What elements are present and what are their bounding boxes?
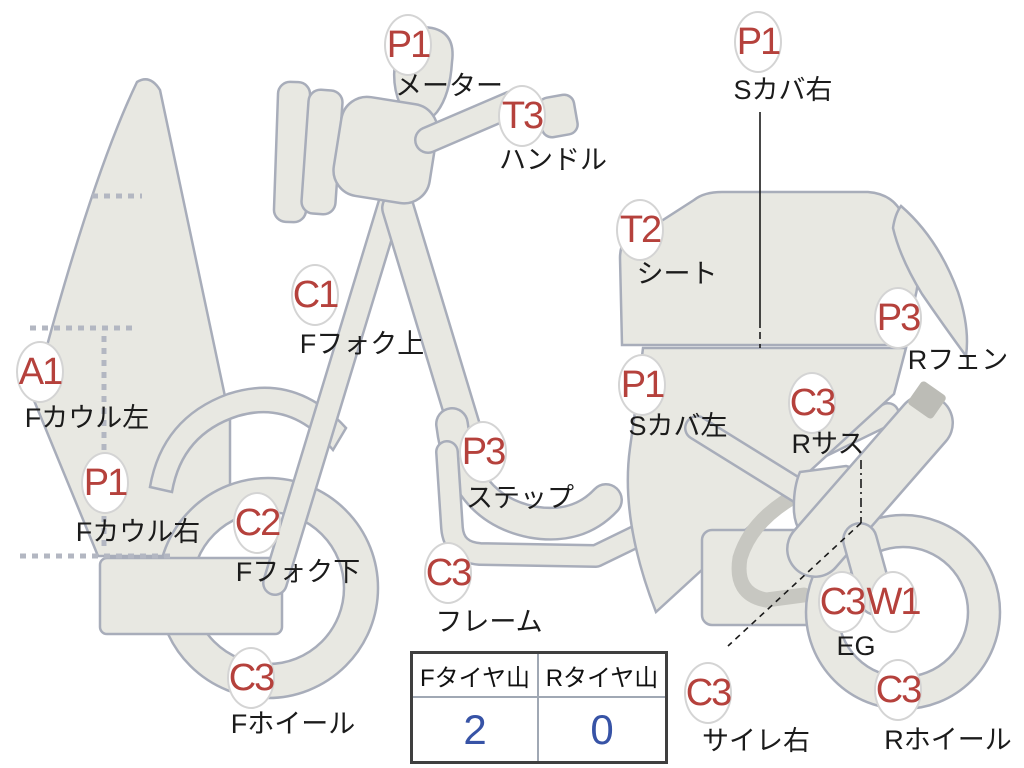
label-step: ステップ [466,483,574,513]
muffler-pipe [731,484,812,608]
label-side-cover-left: Sカバ左 [628,411,728,441]
badge-step: P3 [459,421,507,483]
label-f-fork-upper: Fフォク上 [299,329,425,359]
badge-meter: P1 [384,14,432,76]
badge-handlebar: T3 [498,85,546,147]
label-seat: シート [636,259,718,289]
badge-engine-right: W1 [867,571,922,633]
front-fender-shape [148,386,348,494]
label-r-wheel: Rホイール [884,725,1012,755]
label-handlebar: ハンドル [499,145,607,175]
label-f-wheel: Fホイール [230,709,356,739]
f-tire-tread-value: 2 [413,698,539,761]
label-side-cover-right: Sカバ右 [733,75,833,105]
label-engine: EG [836,631,876,661]
badge-frame: C3 [424,542,472,604]
f-tire-tread-header: Fタイヤ山 [413,654,539,698]
label-f-cowl-right: Fカウル右 [75,517,201,547]
leader-silencer [727,522,862,647]
badge-side-cover-right: P1 [734,11,782,73]
r-tire-tread-header: Rタイヤ山 [539,654,665,698]
lower-leg-shield [98,556,284,636]
label-f-cowl-left: Fカウル左 [24,403,150,433]
tire-tread-table: Fタイヤ山 Rタイヤ山 2 0 [410,651,668,764]
badge-r-suspension: C3 [788,372,836,434]
label-f-fork-lower: Fフォク下 [235,557,361,587]
badge-silencer-right: C3 [684,662,732,724]
front-cowl-shape [31,78,232,558]
rear-fender-shape [891,204,969,360]
label-r-fender: Rフェン [907,345,1009,375]
badge-f-fork-upper: C1 [291,264,339,326]
label-frame: フレーム [435,607,543,637]
label-meter: メーター [395,71,503,101]
badge-engine-left: C3 [818,571,866,633]
badge-seat: T2 [616,199,664,261]
badge-f-fork-lower: C2 [233,492,281,554]
badge-side-cover-left: P1 [618,354,666,416]
headlight-housing [332,95,439,205]
label-r-suspension: Rサス [791,429,865,459]
carb-block [908,381,946,419]
label-silencer-right: サイレ右 [702,726,810,756]
badge-f-cowl-left: A1 [16,341,64,403]
badge-r-fender: P3 [874,287,922,349]
r-tire-tread-value: 0 [590,705,614,753]
badge-f-cowl-right: P1 [81,452,129,514]
badge-f-wheel: C3 [227,647,275,709]
badge-r-wheel: C3 [874,659,922,721]
